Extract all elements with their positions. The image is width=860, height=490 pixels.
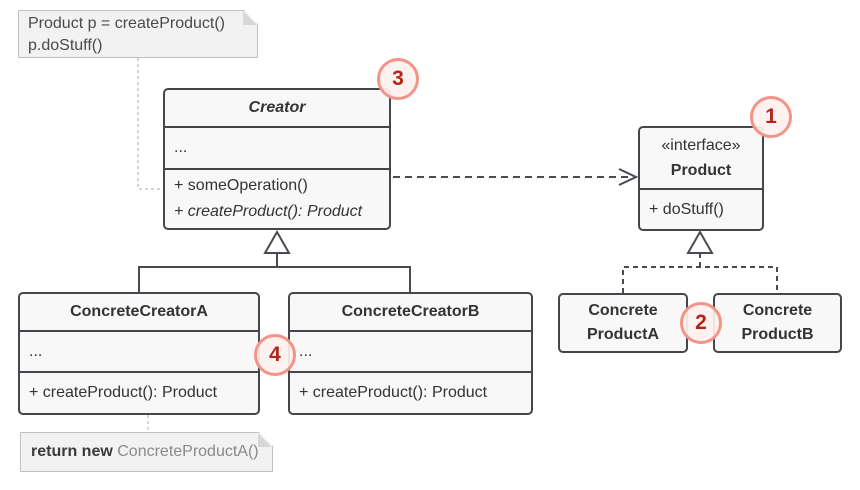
note-connector-client-code	[137, 58, 162, 190]
class-name: Product	[670, 162, 732, 179]
step-badge-4: 4	[254, 334, 296, 376]
note-line: p.doStuff()	[28, 37, 103, 54]
hollow-triangle-icon	[263, 229, 291, 254]
class-concrete-product-b: Concrete ProductB	[713, 293, 842, 353]
attribute-placeholder: ...	[174, 139, 188, 156]
class-name-line: Concrete	[742, 302, 813, 319]
operation: + doStuff()	[649, 200, 724, 218]
note-client-code: Product p = createProduct() p.doStuff()	[18, 10, 258, 58]
realization-branch	[622, 266, 778, 293]
class-product-title: «interface» Product	[640, 128, 762, 188]
class-concrete-product-a: Concrete ProductA	[558, 293, 688, 353]
badge-number: 1	[765, 105, 777, 128]
class-creator-title: Creator	[248, 99, 306, 116]
class-concrete-creator-b-operations: + createProduct(): Product	[290, 371, 531, 413]
badge-number: 3	[392, 67, 404, 90]
operation: + createProduct(): Product	[29, 384, 218, 401]
class-creator-attributes: ...	[165, 126, 389, 168]
class-concrete-creator-a-title: ConcreteCreatorA	[70, 303, 208, 320]
attribute-placeholder: ...	[29, 342, 43, 360]
operation: + createProduct(): Product	[299, 384, 488, 401]
note-line: Product p = createProduct()	[28, 15, 225, 32]
code-text: ConcreteProductA()	[117, 443, 259, 460]
step-badge-2: 2	[680, 302, 722, 344]
badge-number: 2	[695, 311, 707, 334]
step-badge-3: 3	[377, 58, 419, 100]
operation: + createProduct(): Product	[174, 203, 363, 220]
class-concrete-creator-b-title: ConcreteCreatorB	[341, 303, 480, 320]
class-product-interface: «interface» Product + doStuff()	[638, 126, 764, 231]
class-concrete-product-a-title: Concrete ProductA	[560, 295, 686, 351]
class-product-operations: + doStuff()	[640, 188, 762, 229]
class-concrete-creator-a-attributes: ...	[20, 330, 258, 371]
dependency-arrow-creator-to-product	[393, 168, 639, 186]
badge-number: 4	[269, 343, 281, 366]
class-creator-operations: + someOperation() + createProduct(): Pro…	[165, 168, 389, 228]
class-concrete-creator-b-attributes: ...	[290, 330, 531, 371]
keyword-text: return new	[31, 443, 118, 460]
note-return-statement: return new ConcreteProductA()	[20, 432, 273, 472]
inheritance-concrete-creators-to-creator	[138, 229, 411, 293]
class-name-line: ProductB	[741, 326, 814, 343]
stereotype-label: «interface»	[661, 137, 741, 154]
class-concrete-creator-b: ConcreteCreatorB ... + createProduct(): …	[288, 292, 533, 415]
hollow-triangle-icon	[686, 229, 714, 254]
open-arrowhead-icon	[618, 168, 639, 186]
step-badge-1: 1	[750, 96, 792, 138]
class-concrete-creator-a-operations: + createProduct(): Product	[20, 371, 258, 413]
attribute-placeholder: ...	[299, 342, 313, 360]
realization-concrete-products-to-product	[622, 229, 778, 293]
class-creator: Creator ... + someOperation() + createPr…	[163, 88, 391, 230]
class-concrete-creator-a: ConcreteCreatorA ... + createProduct(): …	[18, 292, 260, 415]
class-name-line: ProductA	[587, 326, 659, 343]
class-name-line: Concrete	[588, 302, 658, 319]
inheritance-branch	[138, 266, 411, 293]
operation: + someOperation()	[174, 177, 308, 194]
class-concrete-product-b-title: Concrete ProductB	[715, 295, 840, 351]
